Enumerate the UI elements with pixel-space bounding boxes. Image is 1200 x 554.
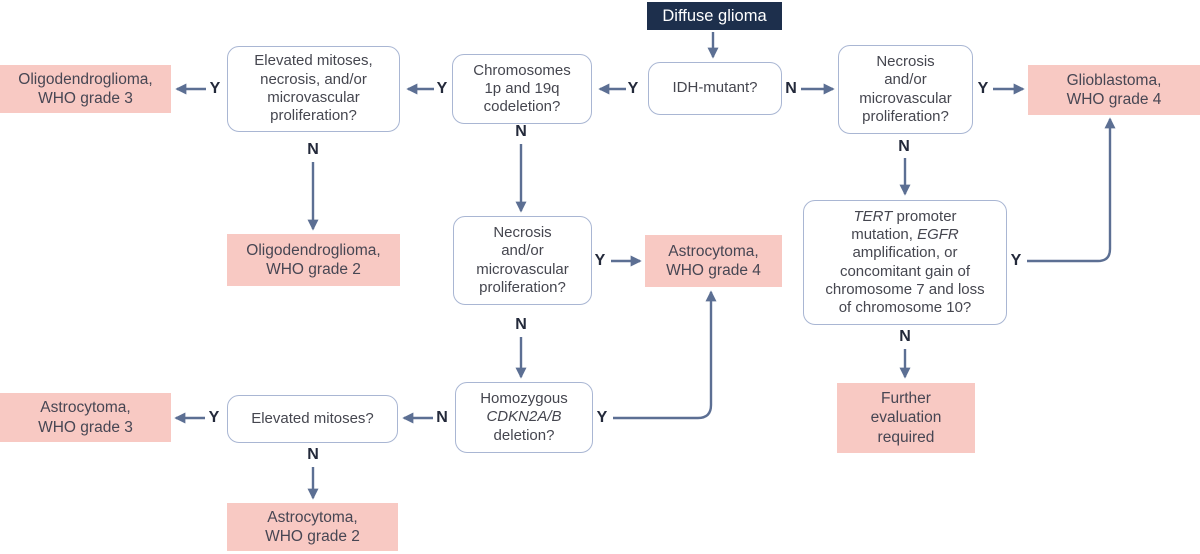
line: Astrocytoma, (40, 399, 131, 417)
edge-label-homozygous-no: N (436, 409, 448, 426)
node-elevated-mitoses-necrosis-question: Elevated mitoses, necrosis, and/or micro… (227, 46, 400, 132)
line: TERT promoter (825, 208, 984, 226)
line: microvascular (859, 89, 952, 107)
line: proliferation? (479, 278, 566, 296)
line: microvascular (476, 260, 569, 278)
node-elevated-mitoses-label: Elevated mitoses? (251, 409, 374, 427)
node-result-glioblastoma-grade4: Glioblastoma, WHO grade 4 (1028, 65, 1200, 115)
node-diffuse-glioma: Diffuse glioma (647, 2, 782, 30)
edge-label-necrosis-right-no: N (898, 138, 910, 155)
edge-label-chromosomes-no: N (515, 123, 527, 140)
line: Chromosomes (473, 61, 571, 79)
node-elevated-mitoses-necrosis-text: Elevated mitoses, necrosis, and/or micro… (254, 52, 372, 125)
line: concomitant gain of (839, 262, 971, 280)
result-text: Oligodendroglioma, WHO grade 3 (18, 70, 152, 109)
result-text: Astrocytoma, WHO grade 2 (265, 508, 360, 547)
line: 1p and 19q (484, 79, 560, 97)
edge-label-idh-yes: Y (627, 80, 639, 97)
line: amplification, or (852, 244, 958, 262)
line: Further (881, 389, 931, 407)
node-chromosomes-codeletion-text: Chromosomes 1p and 19q codeletion? (473, 62, 571, 117)
node-result-oligodendroglioma-grade3: Oligodendroglioma, WHO grade 3 (0, 65, 171, 113)
edge-label-elevated-q-yes: Y (208, 409, 220, 426)
line-part: promoter (892, 207, 957, 225)
edge-label-elevated-no: N (307, 141, 319, 158)
line: WHO grade 3 (38, 90, 133, 107)
line: WHO grade 2 (265, 528, 360, 545)
line: Elevated mitoses, (254, 52, 373, 70)
node-result-oligodendroglioma-grade2: Oligodendroglioma, WHO grade 2 (227, 234, 400, 286)
node-result-astrocytoma-grade2: Astrocytoma, WHO grade 2 (227, 503, 398, 551)
node-result-astrocytoma-grade4: Astrocytoma, WHO grade 4 (645, 235, 782, 287)
node-tert-egfr-text: TERT promoter mutation, EGFR amplificati… (825, 208, 984, 318)
result-text: Glioblastoma, WHO grade 4 (1067, 71, 1162, 110)
line: Necrosis (493, 223, 552, 241)
line: evaluation (870, 409, 942, 427)
edge-label-homozygous-yes: Y (596, 409, 608, 426)
node-idh-mutant-label: IDH-mutant? (672, 79, 758, 97)
node-result-astrocytoma-grade3: Astrocytoma, WHO grade 3 (0, 393, 171, 442)
node-result-further-evaluation: Further evaluation required (837, 383, 975, 453)
edge-label-elevated-q-no: N (307, 446, 319, 463)
line: necrosis, and/or (260, 70, 367, 88)
edge-label-necrosis-right-yes: Y (977, 80, 989, 97)
line: Oligodendroglioma, (246, 241, 381, 259)
gene-name-cdkn2ab: CDKN2A/B (486, 408, 562, 426)
edge-label-necrosis-mid-no: N (515, 316, 527, 333)
result-text: Astrocytoma, WHO grade 4 (666, 242, 761, 281)
line: Glioblastoma, (1066, 71, 1162, 89)
edge-label-idh-no: N (785, 80, 797, 97)
line: Necrosis (876, 52, 935, 70)
edge-label-tert-yes: Y (1010, 252, 1022, 269)
line: proliferation? (270, 107, 357, 125)
node-chromosomes-codeletion-question: Chromosomes 1p and 19q codeletion? (452, 54, 592, 124)
node-necrosis-microvascular-right-question: Necrosis and/or microvascular proliferat… (838, 45, 973, 134)
node-tert-egfr-question: TERT promoter mutation, EGFR amplificati… (803, 200, 1007, 325)
result-text: Further evaluation required (871, 389, 942, 447)
edge-label-chromosomes-yes: Y (436, 80, 448, 97)
node-homozygous-cdkn2ab-question: Homozygous CDKN2A/B deletion? (455, 382, 593, 453)
node-necrosis-microvascular-mid-question: Necrosis and/or microvascular proliferat… (453, 216, 592, 305)
line: Oligodendroglioma, (18, 70, 153, 88)
node-necrosis-microvascular-mid-text: Necrosis and/or microvascular proliferat… (476, 224, 569, 297)
line: codeletion? (483, 98, 561, 116)
edge-label-tert-no: N (899, 328, 911, 345)
line: proliferation? (862, 107, 949, 125)
line: chromosome 7 and loss (825, 280, 985, 298)
result-text: Astrocytoma, WHO grade 3 (38, 398, 133, 437)
node-diffuse-glioma-label: Diffuse glioma (662, 6, 767, 25)
line: Homozygous (480, 390, 568, 408)
line: and/or (501, 242, 544, 260)
node-idh-mutant-question: IDH-mutant? (648, 62, 782, 115)
edge-label-elevated-yes: Y (209, 80, 221, 97)
arrow-homozygous-to-astro4 (613, 290, 717, 420)
line: mutation, EGFR (825, 226, 984, 244)
gene-name-tert: TERT (853, 207, 893, 225)
arrow-tert-to-gbm (1027, 117, 1116, 263)
line: Astrocytoma, (267, 508, 358, 526)
line: of chromosome 10? (838, 299, 972, 317)
line: WHO grade 3 (38, 418, 133, 436)
line: and/or (884, 71, 927, 89)
line: Astrocytoma, (668, 242, 759, 260)
line: microvascular (267, 89, 360, 106)
line: WHO grade 4 (666, 262, 761, 279)
node-necrosis-microvascular-right-text: Necrosis and/or microvascular proliferat… (859, 53, 952, 126)
line: deletion? (493, 426, 555, 444)
line: required (877, 428, 935, 446)
edge-label-necrosis-mid-yes: Y (594, 252, 606, 269)
line: WHO grade 2 (266, 261, 361, 278)
line: WHO grade 4 (1066, 91, 1162, 108)
result-text: Oligodendroglioma, WHO grade 2 (246, 241, 380, 280)
line-part: mutation, (851, 225, 918, 243)
gene-name-egfr: EGFR (917, 225, 959, 243)
node-elevated-mitoses-question: Elevated mitoses? (227, 395, 398, 443)
node-homozygous-cdkn2ab-text: Homozygous CDKN2A/B deletion? (480, 390, 568, 445)
